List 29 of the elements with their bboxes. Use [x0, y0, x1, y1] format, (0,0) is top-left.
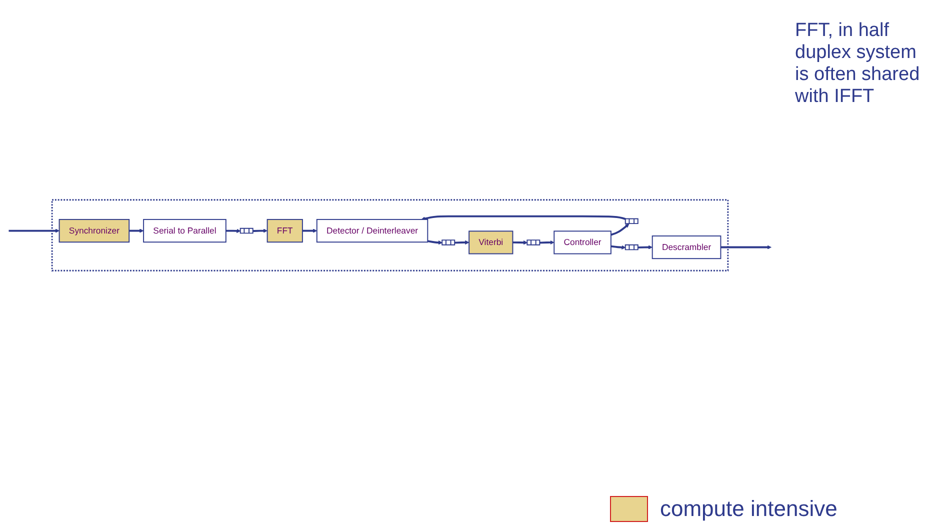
node-box: Descrambler	[652, 235, 722, 259]
arrow	[610, 223, 630, 236]
arrow	[8, 228, 60, 233]
side-note: FFT, in half duplex system is often shared with IFFT	[795, 20, 921, 108]
node-box	[442, 239, 456, 246]
node-box: Controller	[554, 230, 612, 254]
arrow	[540, 240, 554, 244]
arrow	[253, 228, 268, 233]
arrow	[302, 228, 318, 233]
node-box: Viterbi	[468, 230, 514, 254]
arrow	[129, 228, 144, 233]
arrow	[512, 240, 528, 244]
node-box	[240, 228, 254, 234]
node-box: FFT	[266, 218, 303, 242]
arrow	[454, 240, 470, 244]
node-box	[624, 218, 638, 224]
arrow	[421, 215, 626, 220]
cluster	[51, 198, 729, 272]
arrow	[427, 240, 443, 244]
node-box: Synchronizer	[58, 218, 130, 242]
node-box	[624, 244, 638, 250]
arrow	[226, 228, 241, 233]
arrow	[638, 244, 653, 250]
arrow	[610, 245, 626, 250]
node-box: Detector / Deinterleaver	[316, 218, 428, 242]
node-box	[526, 239, 540, 246]
node-box: Serial to Parallel	[143, 218, 226, 242]
arrow	[720, 244, 772, 250]
legend-label: compute intensive	[660, 496, 838, 522]
